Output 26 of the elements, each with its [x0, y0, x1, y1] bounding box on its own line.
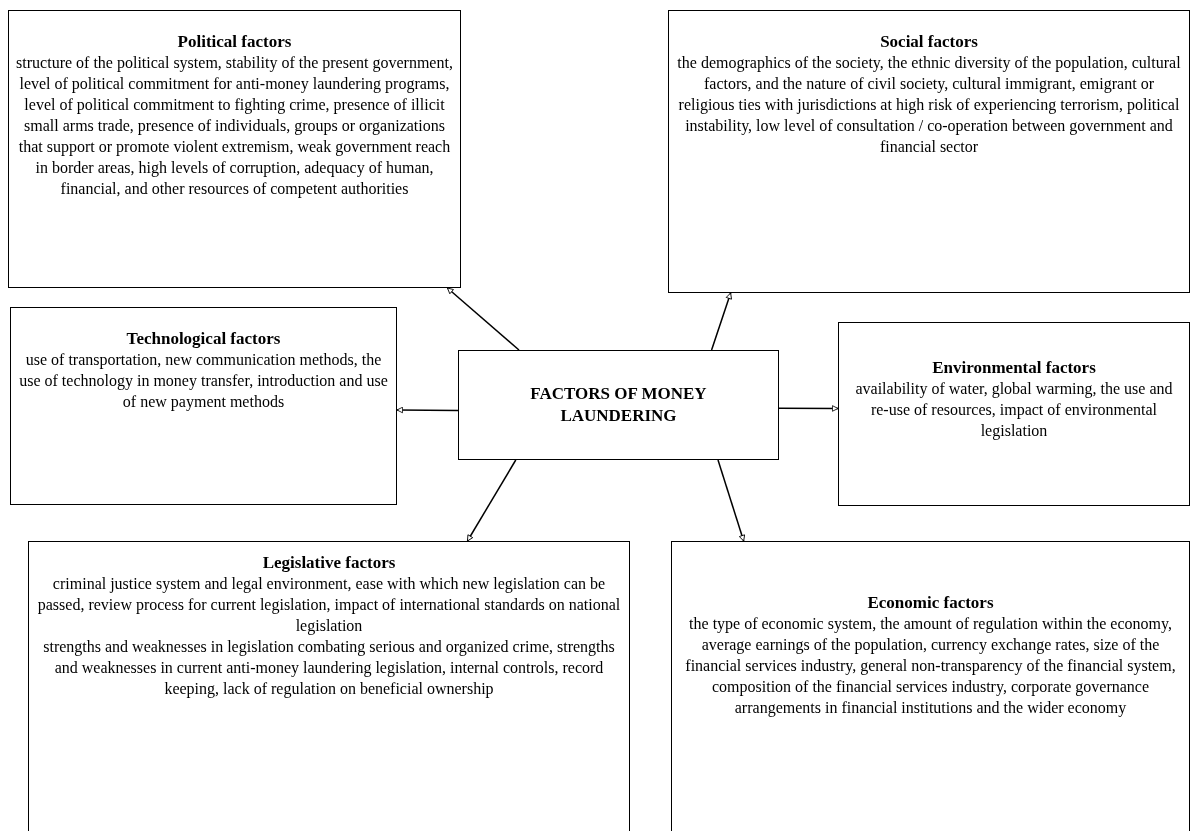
factor-box: [838, 322, 1190, 506]
arrow: [446, 287, 520, 351]
factor-heading: Economic factors: [866, 592, 995, 613]
factor-heading: Environmental factors: [931, 357, 1097, 378]
factor-box: [668, 10, 1190, 293]
central-topic-title: FACTORS OF MONEY LAUNDERING: [529, 383, 708, 427]
factor-heading: Technological factors: [125, 328, 282, 349]
arrow: [396, 406, 459, 414]
arrow: [466, 459, 517, 542]
factor-heading: Legislative factors: [261, 552, 397, 573]
arrow: [717, 459, 746, 542]
central-topic-box: [458, 350, 779, 460]
factor-heading: Political factors: [176, 31, 293, 52]
factor-description: the demographics of the society, the ethnic diversity of the population, cultural factors, and the nature of civil society, cultural immigrant, emigrant or religious ties with jurisdictions at high risk of experiencing terrorism, political instability, low level of consultation / co-operation between government and financial sector: [676, 53, 1182, 157]
factor-box: [671, 541, 1190, 831]
arrow: [710, 292, 732, 351]
factor-box: [10, 307, 397, 505]
factor-description: structure of the political system, stability of the present government, level of political commitment for anti-money laundering programs, level of political commitment to fighting crime, presence of illicit small arms trade, presence of individuals, groups or organizations that support or promote violent extremism, weak government reach in border areas, high levels of corruption, adequacy of human, financial, and other resources of competent authorities: [15, 53, 454, 199]
factor-heading: Social factors: [879, 31, 979, 52]
factor-description: availability of water, global warming, the use and re-use of resources, impact of environmental legislation: [854, 379, 1174, 441]
arrow: [778, 405, 839, 412]
factor-box: [8, 10, 461, 288]
factor-box: [28, 541, 630, 831]
factor-description: the type of economic system, the amount of regulation within the economy, average earnings of the population, currency exchange rates, size of the financial services industry, general non-transparency of the financial system, composition of the financial services industry, corporate governance arrangements in financial institutions and the wider economy: [684, 614, 1177, 718]
factor-description: use of transportation, new communication methods, the use of technology in money transfer, introduction and use of new payment methods: [18, 350, 389, 412]
factor-description: strengths and weaknesses in legislation combating serious and organized crime, strengths and weaknesses in current anti-money laundering legislation, internal controls, record keeping, lack of regulation on beneficial ownership: [42, 637, 616, 699]
